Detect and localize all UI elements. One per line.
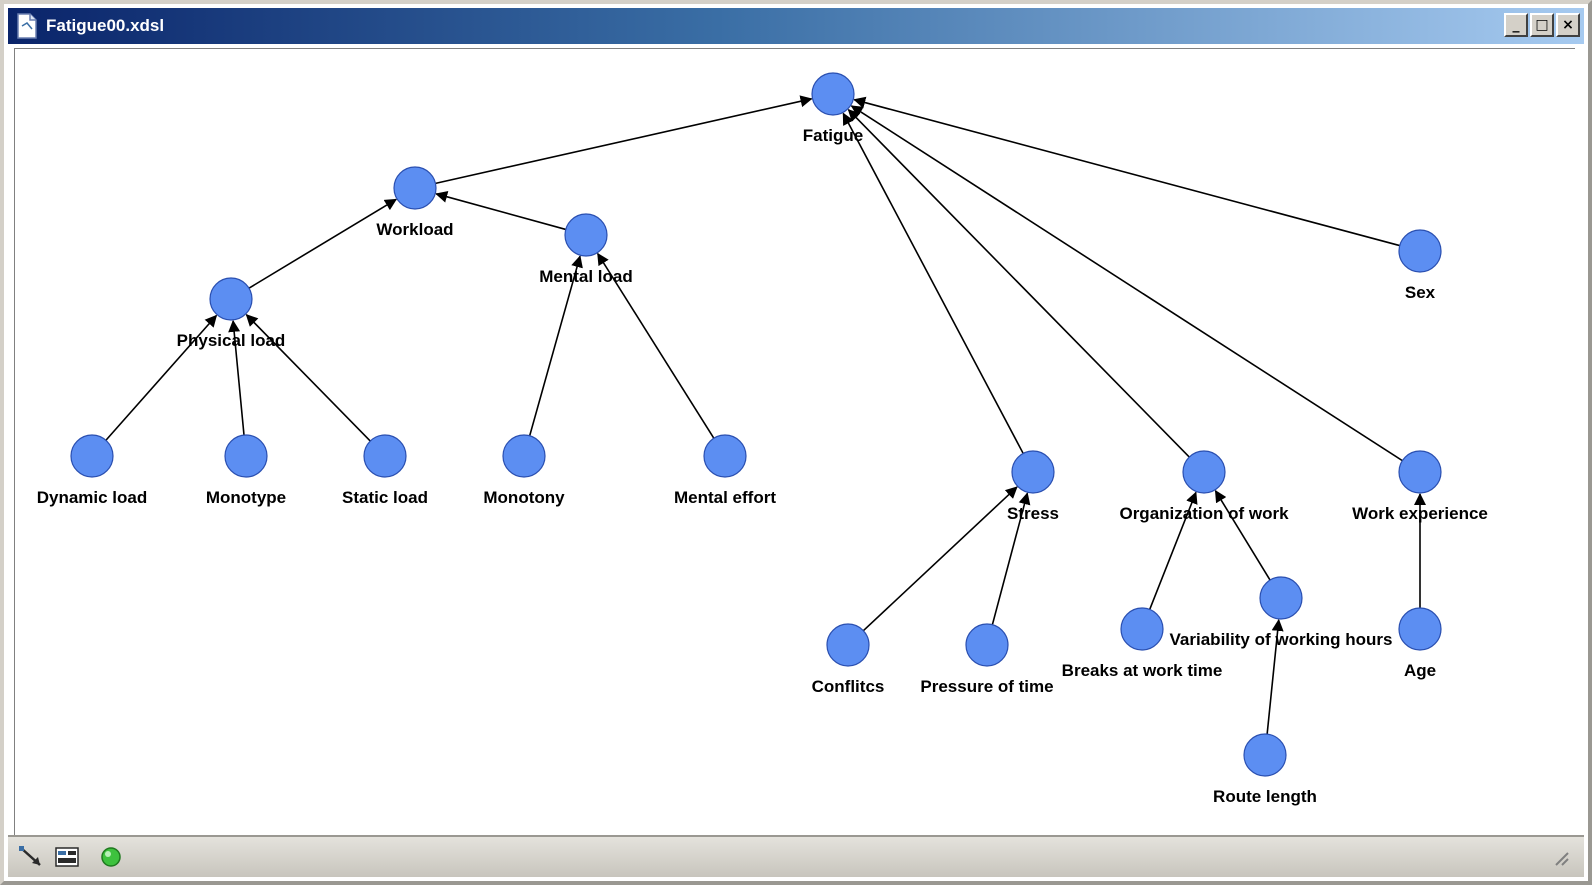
- node-label: Organization of work: [1119, 504, 1289, 523]
- node-breaks-at-work-time[interactable]: Breaks at work time: [1062, 607, 1223, 680]
- node-label: Stress: [1007, 504, 1059, 523]
- edge-organization-of-work-to-fatigue[interactable]: [847, 108, 1190, 458]
- node-label: Mental effort: [674, 488, 776, 507]
- node-label: Monotony: [483, 488, 565, 507]
- status-ok-icon: [101, 847, 121, 867]
- node-monotony[interactable]: Monotony: [483, 434, 565, 507]
- node-physical-load[interactable]: Physical load: [177, 277, 286, 350]
- window-title: Fatigue00.xdsl: [46, 16, 165, 35]
- node-label: Static load: [342, 488, 428, 507]
- node-circle[interactable]: [224, 434, 268, 478]
- node-label: Fatigue: [803, 126, 863, 145]
- node-circle[interactable]: [1259, 576, 1303, 620]
- node-circle[interactable]: [1182, 450, 1226, 494]
- node-age[interactable]: Age: [1398, 607, 1442, 680]
- status-bar: [8, 835, 1584, 877]
- node-stress[interactable]: Stress: [1007, 450, 1059, 523]
- node-circle[interactable]: [1398, 229, 1442, 273]
- node-circle[interactable]: [1011, 450, 1055, 494]
- node-circle[interactable]: [1398, 450, 1442, 494]
- node-circle[interactable]: [209, 277, 253, 321]
- minimize-button[interactable]: _: [1504, 13, 1528, 37]
- edge-mental-load-to-workload[interactable]: [435, 190, 566, 231]
- close-icon: ×: [1562, 17, 1574, 33]
- edge-workload-to-fatigue[interactable]: [435, 95, 813, 185]
- edge-stress-to-fatigue[interactable]: [842, 112, 1024, 454]
- edge-conflicts-to-stress[interactable]: [862, 486, 1018, 632]
- maximize-button[interactable]: □: [1530, 13, 1554, 37]
- node-mental-effort[interactable]: Mental effort: [674, 434, 776, 507]
- edge-sex-to-fatigue[interactable]: [853, 96, 1400, 247]
- node-label: Breaks at work time: [1062, 661, 1223, 680]
- node-circle[interactable]: [393, 166, 437, 210]
- node-label: Physical load: [177, 331, 286, 350]
- node-sex[interactable]: Sex: [1398, 229, 1442, 302]
- node-circle[interactable]: [1120, 607, 1164, 651]
- node-label: Work experience: [1352, 504, 1488, 523]
- edge-static-load-to-physical-load[interactable]: [245, 313, 371, 442]
- node-circle[interactable]: [811, 72, 855, 116]
- node-label: Mental load: [539, 267, 633, 286]
- edge-variability-of-working-hours-to-organization-of-work[interactable]: [1214, 489, 1271, 581]
- node-workload[interactable]: Workload: [376, 166, 454, 239]
- node-label: Sex: [1405, 283, 1436, 302]
- node-monotype[interactable]: Monotype: [206, 434, 286, 507]
- node-route-length[interactable]: Route length: [1213, 733, 1317, 806]
- node-circle[interactable]: [70, 434, 114, 478]
- edge-dynamic-load-to-physical-load[interactable]: [105, 314, 218, 441]
- node-circle[interactable]: [502, 434, 546, 478]
- node-label: Variability of working hours: [1170, 630, 1393, 649]
- node-label: Conflitcs: [812, 677, 885, 696]
- node-fatigue[interactable]: Fatigue: [803, 72, 863, 145]
- node-work-experience[interactable]: Work experience: [1352, 450, 1488, 523]
- node-label: Route length: [1213, 787, 1317, 806]
- node-pressure-of-time[interactable]: Pressure of time: [920, 623, 1054, 696]
- edge-monotony-to-mental-load[interactable]: [528, 255, 583, 436]
- close-button[interactable]: ×: [1556, 13, 1580, 37]
- edge-mental-effort-to-mental-load[interactable]: [597, 252, 715, 439]
- resize-grip-icon[interactable]: [1548, 845, 1570, 869]
- grid-view-icon[interactable]: [54, 845, 80, 869]
- node-mental-load[interactable]: Mental load: [539, 213, 633, 286]
- edge-route-length-to-variability-of-working-hours[interactable]: [1266, 618, 1284, 735]
- node-circle[interactable]: [1243, 733, 1287, 777]
- edge-breaks-at-work-time-to-organization-of-work[interactable]: [1148, 491, 1198, 610]
- node-label: Age: [1404, 661, 1436, 680]
- minimize-icon: _: [1512, 17, 1520, 33]
- node-circle[interactable]: [826, 623, 870, 667]
- node-label: Workload: [376, 220, 453, 239]
- arc-tool-icon[interactable]: [18, 845, 44, 869]
- node-conflicts[interactable]: Conflitcs: [812, 623, 885, 696]
- edge-work-experience-to-fatigue[interactable]: [850, 105, 1403, 462]
- node-variability-of-working-hours[interactable]: Variability of working hours: [1170, 576, 1393, 649]
- node-circle[interactable]: [564, 213, 608, 257]
- node-label: Dynamic load: [37, 488, 148, 507]
- edge-monotype-to-physical-load[interactable]: [228, 319, 245, 436]
- node-circle[interactable]: [1398, 607, 1442, 651]
- edge-physical-load-to-workload[interactable]: [248, 198, 398, 289]
- title-bar[interactable]: Fatigue00.xdsl _ □ ×: [8, 8, 1584, 44]
- node-label: Pressure of time: [920, 677, 1053, 696]
- maximize-icon: □: [1535, 17, 1549, 33]
- edges-layer: [105, 95, 1426, 735]
- document-icon: [17, 13, 37, 39]
- node-circle[interactable]: [965, 623, 1009, 667]
- node-circle[interactable]: [363, 434, 407, 478]
- edge-pressure-of-time-to-stress[interactable]: [991, 492, 1031, 625]
- node-organization-of-work[interactable]: Organization of work: [1119, 450, 1289, 523]
- node-label: Monotype: [206, 488, 286, 507]
- node-dynamic-load[interactable]: Dynamic load: [37, 434, 148, 507]
- node-circle[interactable]: [703, 434, 747, 478]
- node-static-load[interactable]: Static load: [342, 434, 428, 507]
